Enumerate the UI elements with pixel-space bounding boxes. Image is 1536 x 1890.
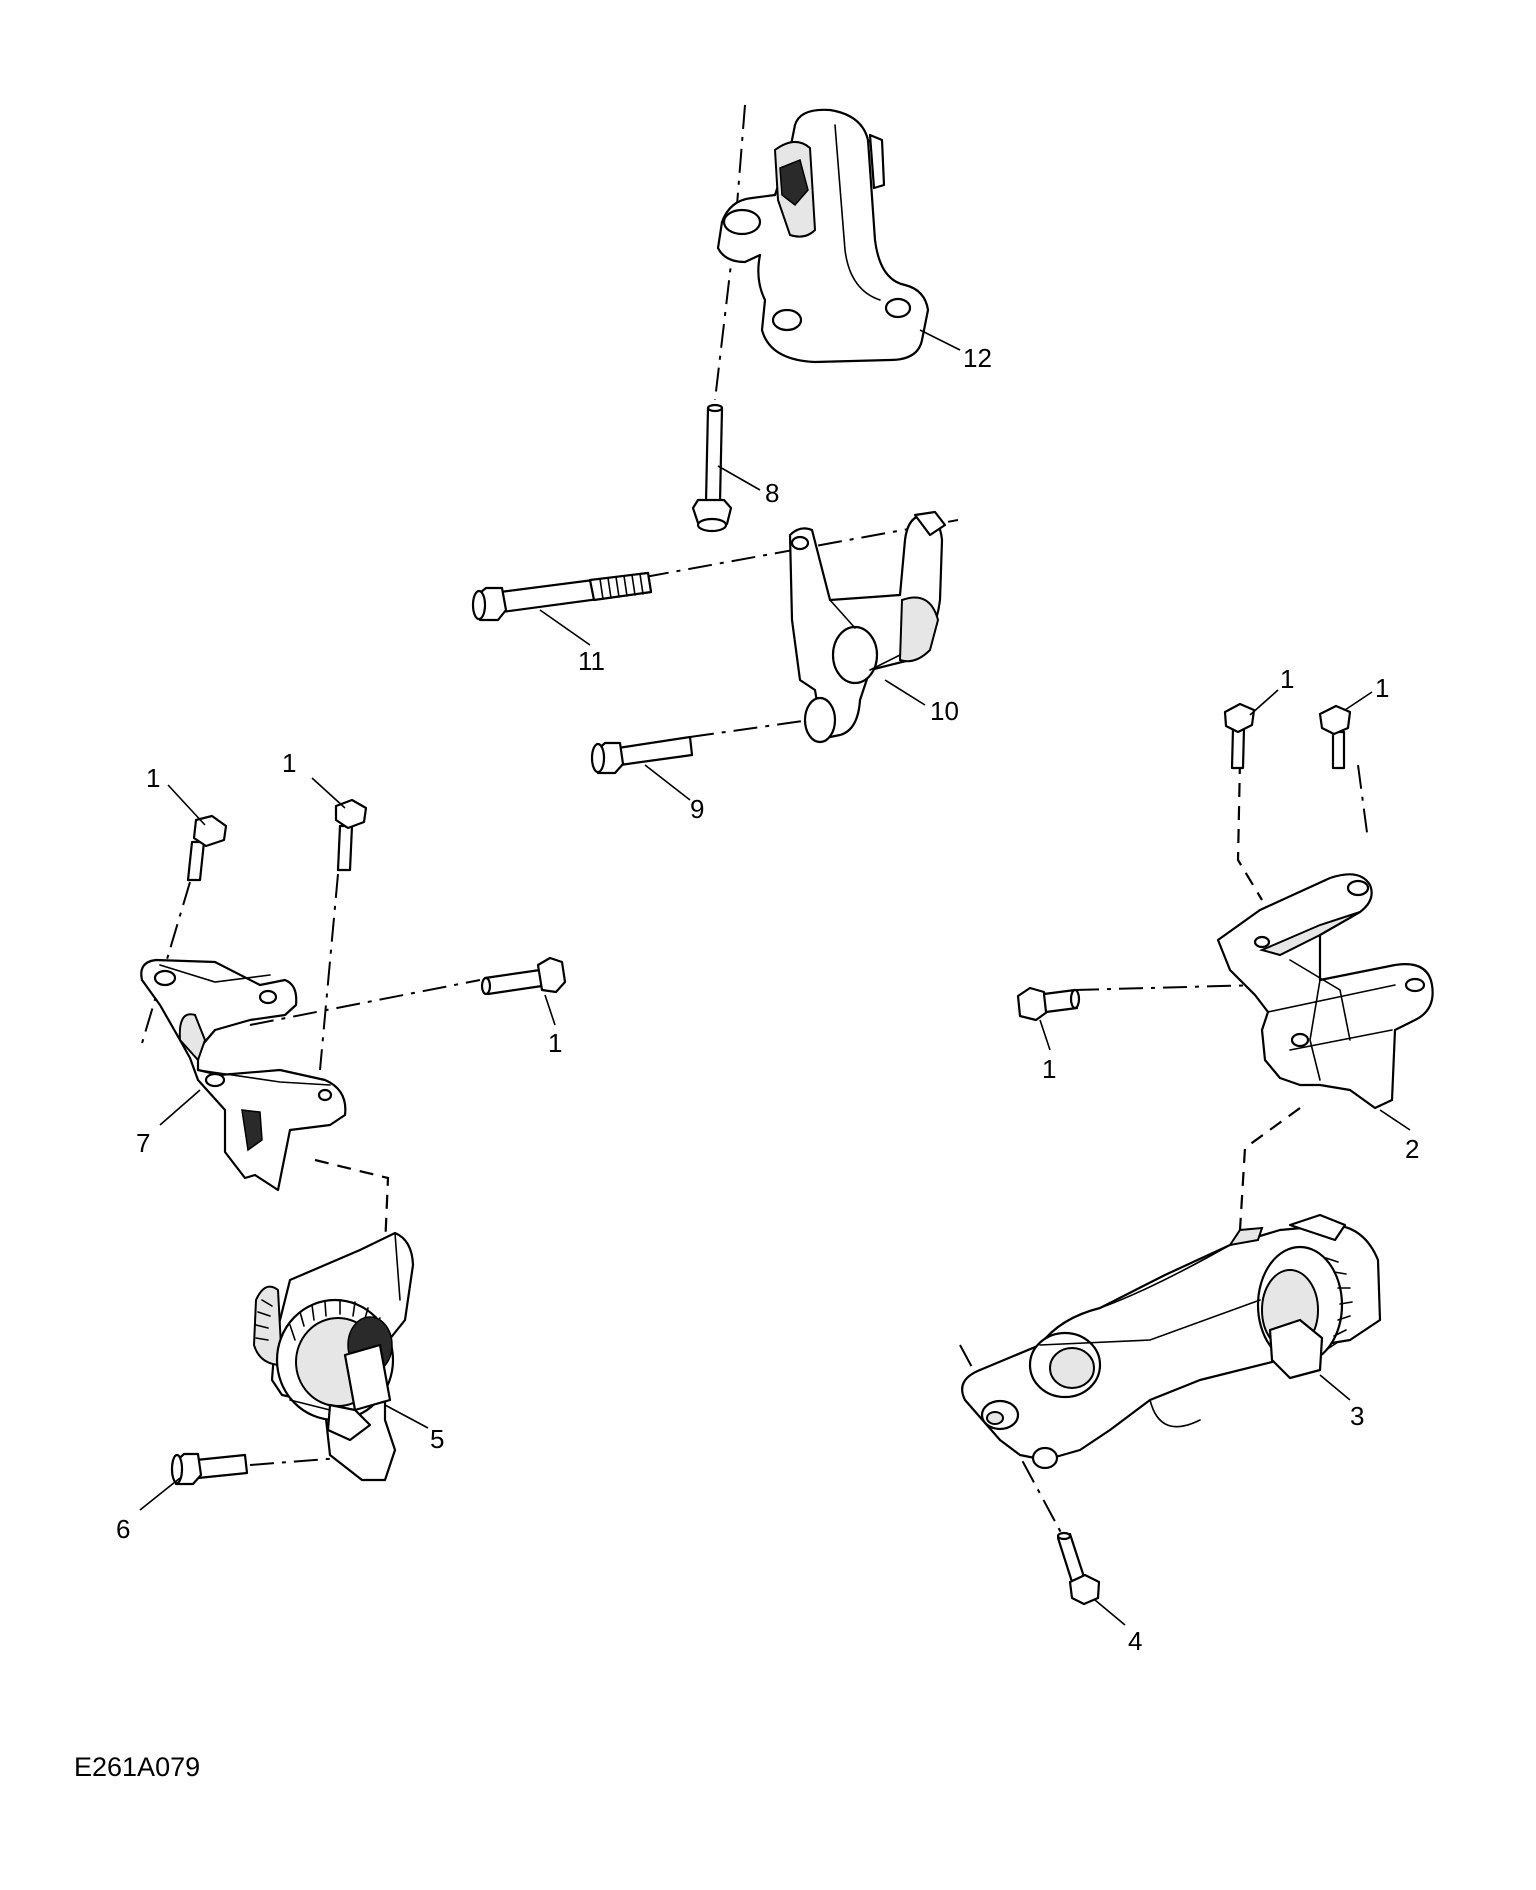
- callout-4: 4: [1128, 1626, 1142, 1656]
- callout-1: 1: [1042, 1054, 1056, 1084]
- callout-12: 12: [963, 343, 992, 373]
- callout-1: 1: [548, 1028, 562, 1058]
- callout-10: 10: [930, 696, 959, 726]
- callout-7: 7: [136, 1128, 150, 1158]
- bolt-1-right-a: [1223, 702, 1256, 770]
- callout-9: 9: [690, 794, 704, 824]
- callout-1: 1: [1375, 673, 1389, 703]
- figure-code: E261A079: [74, 1752, 201, 1782]
- upper-mount-bracket: [716, 108, 930, 364]
- callout-3: 3: [1350, 1401, 1364, 1431]
- callout-1: 1: [1280, 664, 1294, 694]
- bolt-8: [691, 403, 733, 533]
- bolt-4: [1056, 1531, 1101, 1606]
- callout-11: 11: [578, 646, 605, 676]
- bolt-11: [471, 571, 653, 622]
- bolt-6: [170, 1452, 249, 1486]
- torque-rod-mount: [788, 510, 947, 744]
- left-engine-mount: [252, 1231, 415, 1482]
- callout-leaders: [139, 329, 1411, 1626]
- bolt-9: [590, 735, 694, 775]
- right-bracket: [1216, 873, 1434, 1110]
- callout-5: 5: [430, 1424, 444, 1454]
- callout-labels: 12 8 11 10 9 1 1 1 7 5 6 1 1 1 2 3 4: [116, 343, 1419, 1656]
- bolt-1-left-a: [186, 814, 228, 882]
- callout-6: 6: [116, 1514, 130, 1544]
- callout-1: 1: [146, 763, 160, 793]
- callout-1: 1: [282, 748, 296, 778]
- callout-8: 8: [765, 478, 779, 508]
- bolt-1-right-c: [1016, 986, 1081, 1022]
- bolt-1-right-b: [1318, 704, 1352, 770]
- callout-2: 2: [1405, 1134, 1419, 1164]
- bolt-1-left-b: [334, 798, 368, 872]
- left-bracket: [140, 958, 347, 1192]
- bolt-1-left-c: [480, 956, 567, 996]
- right-engine-mount: [961, 1213, 1382, 1470]
